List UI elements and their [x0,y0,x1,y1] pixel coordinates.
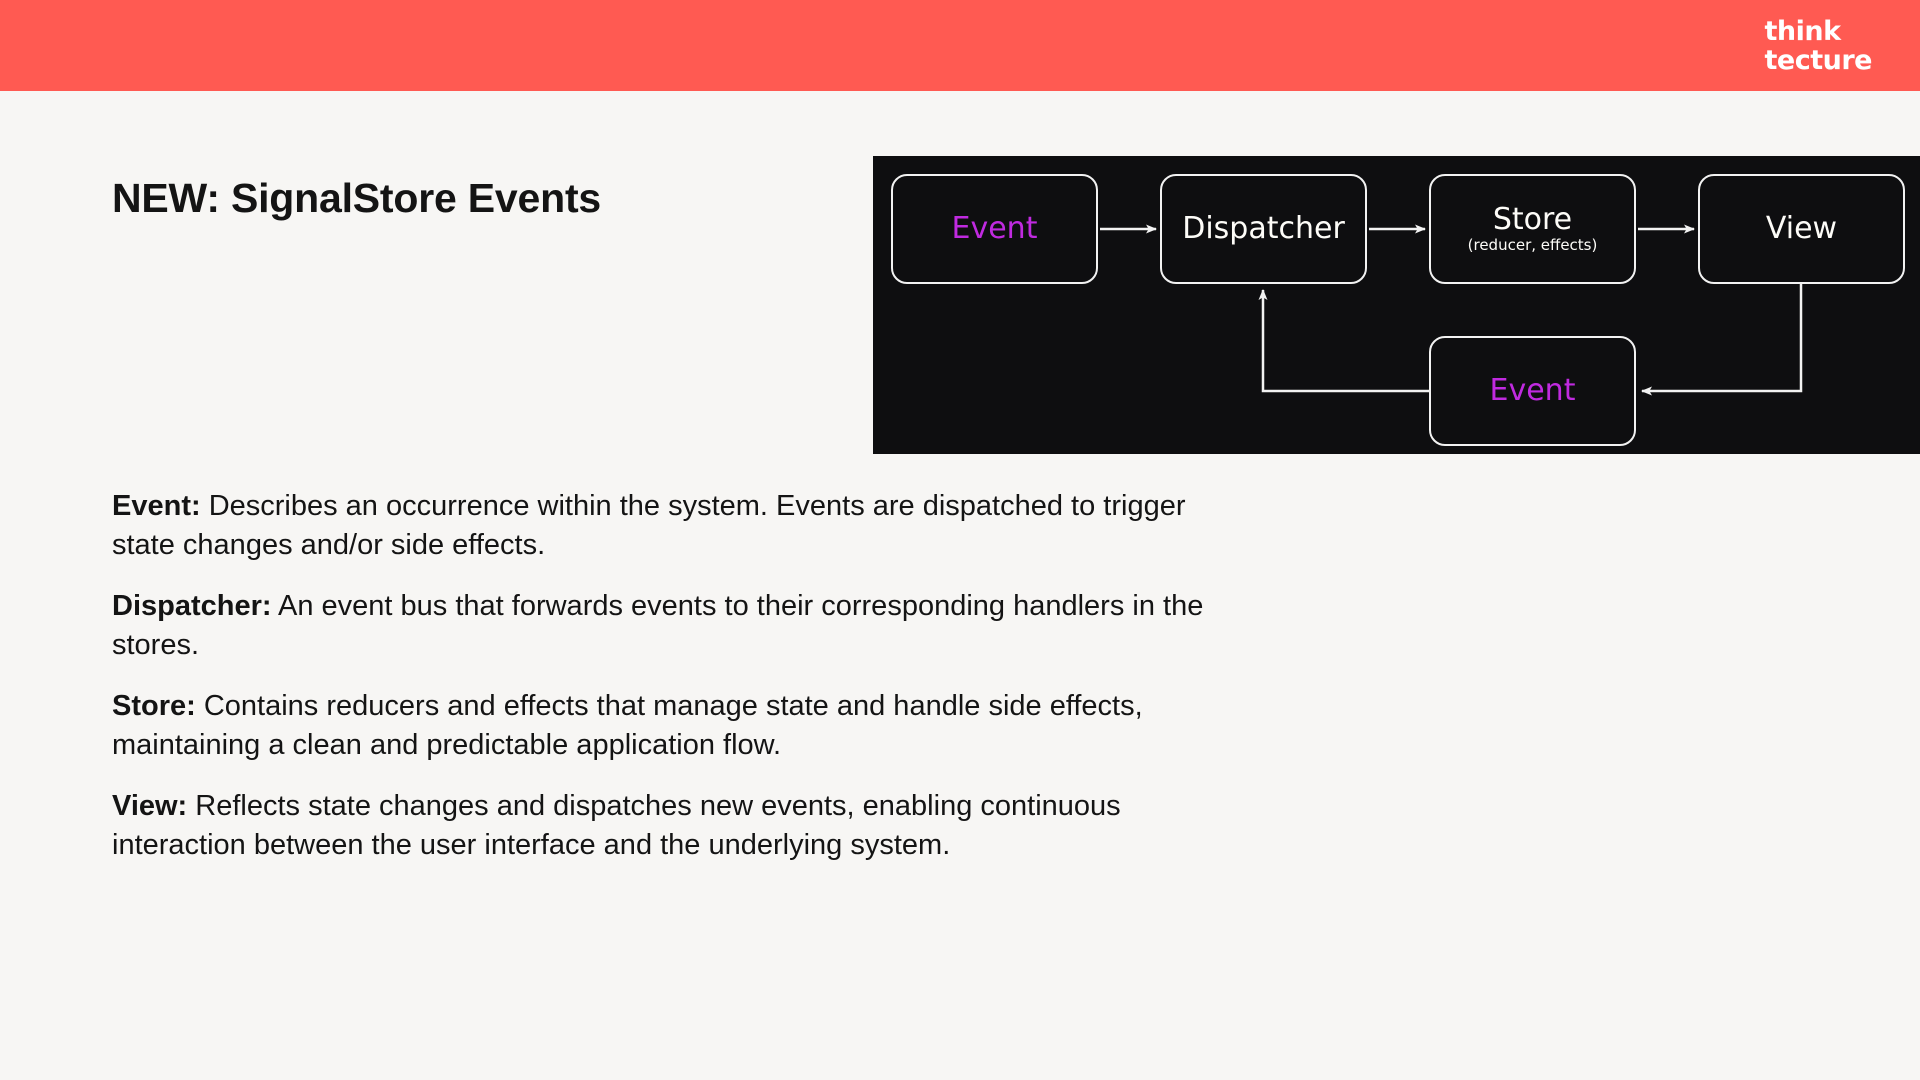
node-label: View [1765,211,1838,247]
logo-line-2: tecture [1764,45,1873,76]
diagram-node-view: View [1698,174,1905,284]
page-title: NEW: SignalStore Events [112,175,602,221]
diagram-node-event-bottom: Event [1429,336,1636,446]
diagram-node-store: Store (reducer, effects) [1429,174,1636,284]
definition-view: View: Reflects state changes and dispatc… [112,787,1232,865]
edge-event-to-dispatcher-feedback [1258,289,1429,393]
node-label: Event [951,211,1038,247]
definition-term: Store: [112,690,196,722]
definition-description: An event bus that forwards events to the… [112,590,1204,661]
architecture-diagram: Event Dispatcher Store (reducer, effects… [873,156,1920,454]
definition-list: Event: Describes an occurrence within th… [112,487,1232,865]
definition-store: Store: Contains reducers and effects tha… [112,687,1232,765]
definition-term: Dispatcher: [112,590,272,622]
node-sublabel: (reducer, effects) [1467,236,1598,255]
diagram-node-dispatcher: Dispatcher [1160,174,1367,284]
thinktecture-logo: think tecture [1764,16,1873,76]
edge-view-to-event [1641,284,1803,396]
definition-description: Describes an occurrence within the syste… [112,490,1186,561]
definition-term: Event: [112,490,201,522]
definition-dispatcher: Dispatcher: An event bus that forwards e… [112,587,1232,665]
definition-description: Reflects state changes and dispatches ne… [112,790,1121,861]
definition-term: View: [112,790,188,822]
definition-description: Contains reducers and effects that manag… [112,690,1143,761]
diagram-node-event-top: Event [891,174,1098,284]
logo-line-1: think [1764,16,1842,47]
node-label: Event [1489,373,1576,409]
node-label: Dispatcher [1182,211,1345,247]
node-label: Store [1492,201,1573,237]
definition-event: Event: Describes an occurrence within th… [112,487,1232,565]
header-bar: think tecture [0,0,1920,91]
diagram-connectors [1100,224,1803,396]
